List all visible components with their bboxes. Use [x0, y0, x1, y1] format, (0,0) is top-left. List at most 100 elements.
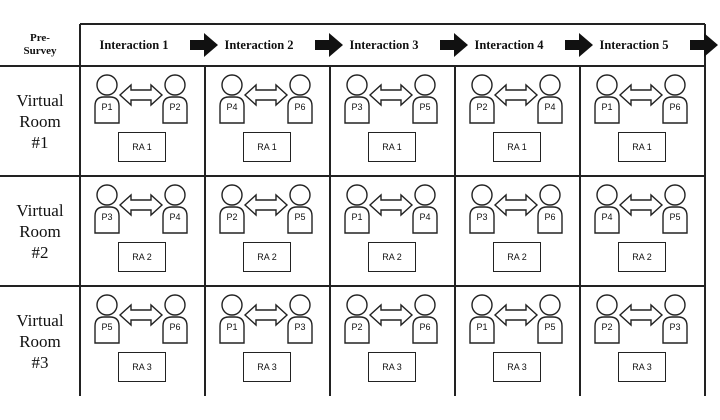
grid-line-vertical: [704, 24, 706, 396]
column-header-interaction-3: Interaction 3: [349, 37, 419, 52]
participant-label: P5: [419, 102, 431, 112]
participant-label: P3: [101, 212, 113, 222]
participant-label: P2: [351, 322, 363, 332]
double-arrow-icon: [493, 83, 539, 107]
participant-label: P2: [169, 102, 181, 112]
double-arrow-icon: [243, 193, 289, 217]
person-icon: [537, 74, 563, 124]
person-icon: [287, 184, 313, 234]
participant-label: P1: [351, 212, 363, 222]
research-assistant-box: RA 2: [368, 242, 416, 272]
person-icon: [662, 74, 688, 124]
person-icon: [412, 294, 438, 344]
person-icon: [94, 74, 120, 124]
grid-line-vertical: [329, 66, 331, 396]
arrow-right-icon: [440, 33, 468, 57]
research-assistant-box: RA 1: [118, 132, 166, 162]
interaction-cell: P1 P6 RA 1: [580, 66, 705, 176]
participant-label: P6: [294, 102, 306, 112]
person-icon: [344, 184, 370, 234]
person-icon: [287, 294, 313, 344]
person-icon: [344, 294, 370, 344]
double-arrow-icon: [493, 193, 539, 217]
research-assistant-box: RA 3: [618, 352, 666, 382]
double-arrow-icon: [243, 83, 289, 107]
pair-graphic: [594, 184, 688, 234]
participant-label: P6: [544, 212, 556, 222]
participant-label: P3: [669, 322, 681, 332]
pair-graphic: [469, 74, 563, 124]
research-assistant-box: RA 1: [243, 132, 291, 162]
person-icon: [469, 74, 495, 124]
grid-line-vertical: [204, 66, 206, 396]
person-icon: [412, 74, 438, 124]
person-icon: [469, 184, 495, 234]
research-assistant-box: RA 1: [618, 132, 666, 162]
person-icon: [344, 74, 370, 124]
double-arrow-icon: [618, 83, 664, 107]
column-header-interaction-4: Interaction 4: [474, 37, 544, 52]
participant-label: P1: [101, 102, 113, 112]
interaction-cell: P1 P4 RA 2: [330, 176, 455, 286]
pair-graphic: [94, 294, 188, 344]
double-arrow-icon: [118, 83, 164, 107]
participant-label: P1: [601, 102, 613, 112]
person-icon: [94, 294, 120, 344]
person-icon: [219, 184, 245, 234]
person-icon: [162, 74, 188, 124]
arrow-right-icon: [190, 33, 218, 57]
participant-label: P1: [476, 322, 488, 332]
participant-label: P5: [294, 212, 306, 222]
participant-label: P1: [226, 322, 238, 332]
person-icon: [219, 294, 245, 344]
pair-graphic: [219, 184, 313, 234]
participant-label: P2: [476, 102, 488, 112]
column-header-interaction-5: Interaction 5: [599, 37, 669, 52]
participant-label: P5: [669, 212, 681, 222]
pair-graphic: [344, 74, 438, 124]
arrow-right-icon: [565, 33, 593, 57]
grid-line-vertical: [79, 24, 81, 396]
participant-label: P4: [601, 212, 613, 222]
research-assistant-box: RA 1: [493, 132, 541, 162]
participant-label: P2: [601, 322, 613, 332]
pair-graphic: [344, 294, 438, 344]
interaction-cell: P4 P6 RA 1: [205, 66, 330, 176]
participant-label: P4: [419, 212, 431, 222]
grid-line-horizontal: [80, 23, 705, 25]
column-header-interaction-1: Interaction 1: [99, 37, 169, 52]
pair-graphic: [219, 74, 313, 124]
grid-line-horizontal: [0, 285, 705, 287]
research-assistant-box: RA 3: [243, 352, 291, 382]
research-assistant-box: RA 2: [118, 242, 166, 272]
person-icon: [594, 184, 620, 234]
double-arrow-icon: [118, 303, 164, 327]
pair-graphic: [219, 294, 313, 344]
research-assistant-box: RA 2: [243, 242, 291, 272]
participant-label: P6: [669, 102, 681, 112]
column-header-interaction-2: Interaction 2: [224, 37, 294, 52]
participant-label: P4: [226, 102, 238, 112]
row-header-virtual-room-2: Virtual Room #2: [16, 200, 64, 262]
person-icon: [594, 294, 620, 344]
person-icon: [162, 294, 188, 344]
participant-label: P3: [351, 102, 363, 112]
pair-graphic: [469, 294, 563, 344]
participant-label: P3: [294, 322, 306, 332]
arrow-right-icon: [690, 33, 718, 57]
participant-label: P6: [169, 322, 181, 332]
pair-graphic: [344, 184, 438, 234]
person-icon: [537, 294, 563, 344]
person-icon: [662, 294, 688, 344]
double-arrow-icon: [243, 303, 289, 327]
pair-graphic: [594, 294, 688, 344]
research-assistant-box: RA 2: [618, 242, 666, 272]
pair-graphic: [469, 184, 563, 234]
